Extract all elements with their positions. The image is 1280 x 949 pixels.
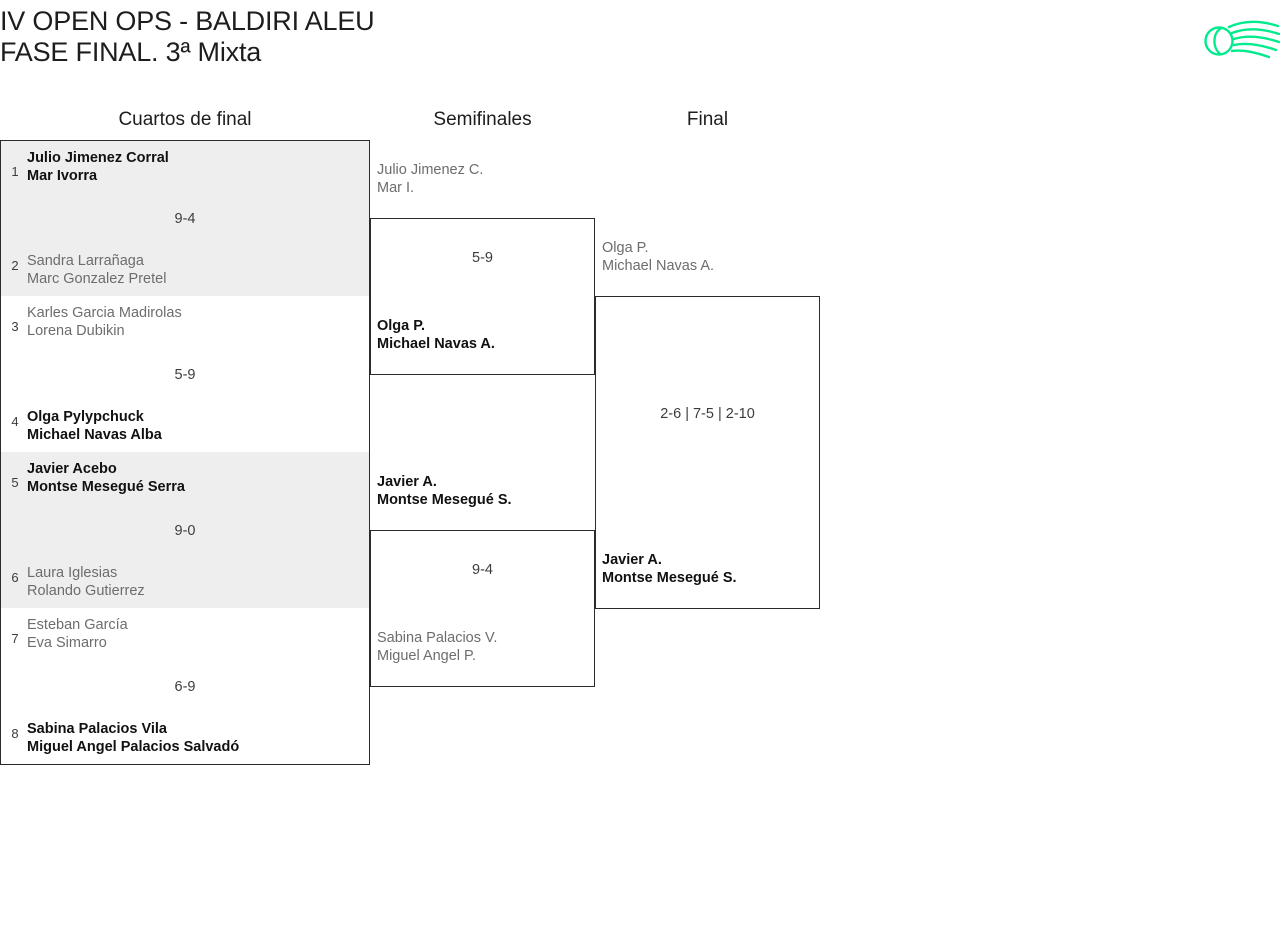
match-box-semifinal-2[interactable] [370, 530, 595, 687]
match-score: 6-9 [174, 679, 196, 695]
competitor-slot[interactable]: Javier A. Montse Mesegué S. [595, 551, 827, 587]
player-name: Sabina Palacios Vila [27, 721, 167, 737]
match-box-semifinal-1[interactable] [370, 218, 595, 375]
player-name: Montse Mesegué S. [602, 570, 737, 586]
player-name: Eva Simarro [27, 635, 107, 651]
player-name: Rolando Gutierrez [27, 583, 145, 599]
player-name: Michael Navas A. [377, 336, 495, 352]
round-header-final: Final [686, 109, 729, 130]
player-name: Sandra Larrañaga [27, 253, 144, 269]
competitor-slot[interactable]: Javier A. Montse Mesegué S. [370, 473, 602, 509]
match-score: 5-9 [472, 250, 493, 266]
seed-number: 3 [11, 319, 19, 334]
match-score: 2-6 | 7-5 | 2-10 [660, 406, 755, 422]
player-name: Miguel Angel Palacios Salvadó [27, 739, 240, 755]
match-box-quarterfinal-3[interactable]: 5 Javier Acebo Montse Mesegué Serra 6 La… [0, 452, 370, 609]
seed-number: 1 [11, 164, 19, 179]
player-name: Sabina Palacios V. [377, 630, 498, 646]
player-name: Esteban García [27, 617, 128, 633]
seed-number: 4 [11, 414, 19, 429]
match-score: 9-4 [174, 211, 196, 227]
player-name: Miguel Angel P. [377, 648, 476, 664]
player-name: Javier A. [602, 552, 662, 568]
player-name: Julio Jimenez Corral [27, 150, 169, 166]
page-title: IV OPEN OPS - BALDIRI ALEU FASE FINAL. 3… [0, 6, 375, 67]
seed-number: 2 [11, 258, 19, 273]
competitor-slot[interactable]: 7 Esteban García Eva Simarro [1, 616, 369, 652]
round-header-quarterfinals: Cuartos de final [118, 109, 252, 130]
match-box-quarterfinal-1[interactable]: 1 Julio Jimenez Corral Mar Ivorra 2 Sand… [0, 140, 370, 297]
competitor-slot[interactable]: 6 Laura Iglesias Rolando Gutierrez [1, 564, 369, 600]
competitor-slot[interactable]: 1 Julio Jimenez Corral Mar Ivorra [1, 149, 369, 185]
player-name: Olga Pylypchuck [27, 409, 144, 425]
player-name: Karles Garcia Madirolas [27, 305, 182, 321]
competitor-slot[interactable]: Olga P. Michael Navas A. [370, 317, 602, 353]
match-box-quarterfinal-4[interactable]: 7 Esteban García Eva Simarro 8 Sabina Pa… [0, 608, 370, 765]
match-box-final[interactable] [595, 296, 820, 609]
player-name: Mar Ivorra [27, 168, 98, 184]
player-name: Montse Mesegué S. [377, 492, 512, 508]
player-name: Javier Acebo [27, 461, 117, 477]
player-name: Mar I. [377, 180, 415, 196]
competitor-slot[interactable]: 5 Javier Acebo Montse Mesegué Serra [1, 460, 369, 496]
player-name: Michael Navas A. [602, 258, 715, 274]
player-name: Michael Navas Alba [27, 427, 162, 443]
player-name: Laura Iglesias [27, 565, 118, 581]
player-name: Julio Jimenez C. [377, 162, 484, 178]
match-score: 5-9 [174, 367, 196, 383]
player-name: Marc Gonzalez Pretel [27, 271, 167, 287]
competitor-slot[interactable]: 4 Olga Pylypchuck Michael Navas Alba [1, 408, 369, 444]
match-box-quarterfinal-2[interactable]: 3 Karles Garcia Madirolas Lorena Dubikin… [0, 296, 370, 453]
player-name: Montse Mesegué Serra [27, 479, 185, 495]
match-score: 9-4 [472, 562, 493, 578]
competitor-slot[interactable]: 8 Sabina Palacios Vila Miguel Angel Pala… [1, 720, 369, 756]
competitor-slot[interactable]: 2 Sandra Larrañaga Marc Gonzalez Pretel [1, 252, 369, 288]
player-name: Olga P. [602, 240, 649, 256]
player-name: Javier A. [377, 474, 437, 490]
round-header-semifinals: Semifinales [433, 109, 532, 130]
competitor-slot[interactable]: Sabina Palacios V. Miguel Angel P. [370, 629, 602, 665]
seed-number: 6 [11, 570, 19, 585]
player-name: Olga P. [377, 318, 426, 334]
seed-number: 7 [11, 631, 19, 646]
seed-number: 8 [11, 726, 19, 741]
match-score: 9-0 [174, 523, 196, 539]
player-name: Lorena Dubikin [27, 323, 125, 339]
competitor-slot[interactable]: Julio Jimenez C. Mar I. [370, 161, 602, 197]
competitor-slot[interactable]: 3 Karles Garcia Madirolas Lorena Dubikin [1, 304, 369, 340]
seed-number: 5 [11, 475, 19, 490]
padel-ball-logo [1199, 14, 1280, 66]
competitor-slot[interactable]: Olga P. Michael Navas A. [595, 239, 827, 275]
